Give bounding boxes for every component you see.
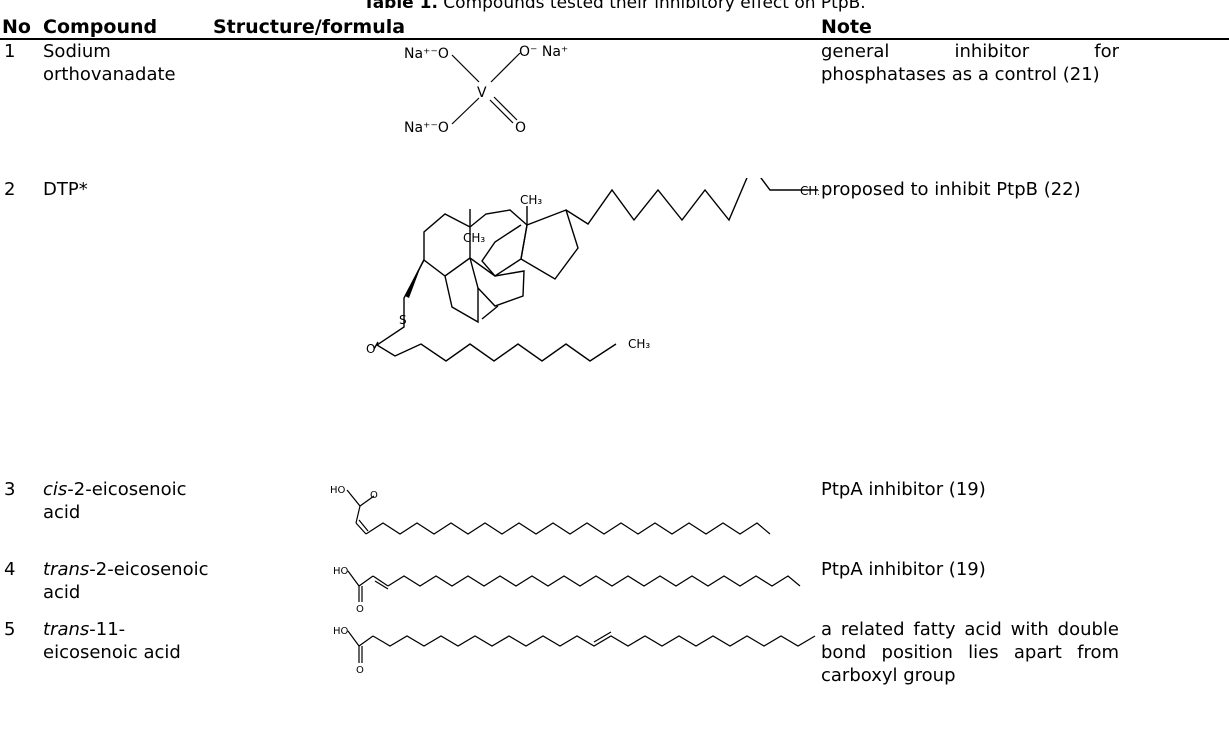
note-cell: general inhibitor for phosphatases as a …	[819, 39, 1229, 178]
note-cell: proposed to inhibit PtpB (22)	[819, 178, 1229, 478]
header-compound: Compound	[41, 12, 211, 40]
note-text: proposed to inhibit PtpB (22)	[821, 179, 1081, 200]
compound-name: trans-2-eicosenoic acid	[43, 559, 209, 603]
note-cell: a related fatty acid with double bond po…	[819, 618, 1229, 744]
structure-cell: HO O	[211, 558, 819, 618]
note-text: PtpA inhibitor (19)	[821, 479, 986, 500]
hydroxyl-label: HO	[333, 626, 349, 637]
compound-name: cis-2-eicosenoic acid	[43, 479, 187, 523]
hydroxyl-label: HO	[330, 485, 346, 496]
note-text: a related fatty acid with double bond po…	[821, 619, 1119, 686]
ch3-label-c18: CH₃	[520, 193, 542, 207]
table-row: 4 trans-2-eicosenoic acid HO O	[0, 558, 1229, 618]
row-number: 5	[4, 619, 16, 640]
table-row: 5 trans-11-eicosenoic acid HO O	[0, 618, 1229, 744]
trans-11-eicosenoic-acid-structure: HO O	[333, 626, 816, 676]
header-no: No	[0, 12, 41, 40]
compound-name: DTP*	[43, 179, 88, 200]
structure-cell: HO O	[211, 478, 819, 558]
oxo-label: O	[515, 120, 526, 136]
structure-cell: CH₃ CH₃ CH₃ S O CH₃	[211, 178, 819, 478]
cis-2-eicosenoic-acid-structure: HO O	[330, 485, 771, 535]
ch3-label-c19: CH₃	[463, 231, 485, 245]
trans-2-eicosenoic-acid-structure: HO O	[333, 566, 801, 615]
compound-name: Sodium orthovanadate	[43, 41, 176, 85]
table-row: 1 Sodium orthovanadate Na⁺⁻O O⁻ Na⁺ V	[0, 39, 1229, 178]
compounds-table: No Compound Structure/formula Note 1 Sod…	[0, 12, 1229, 744]
carbonyl-o-label: O	[370, 490, 378, 501]
vanadium-label: V	[477, 85, 487, 101]
row-number: 1	[4, 41, 16, 62]
carbonyl-o-label: O	[356, 604, 364, 615]
note-text: PtpA inhibitor (19)	[821, 559, 986, 580]
ch3-label-ester-end: CH₃	[628, 337, 650, 351]
note-cell: PtpA inhibitor (19)	[819, 478, 1229, 558]
table-row: 3 cis-2-eicosenoic acid HO O	[0, 478, 1229, 558]
row-number: 2	[4, 179, 16, 200]
carbonyl-o-label: O	[366, 342, 375, 356]
dtp-steroid-structure: CH₃ CH₃ CH₃ S O CH₃	[366, 178, 819, 362]
note-cell: PtpA inhibitor (19)	[819, 558, 1229, 618]
note-text: general inhibitor for phosphatases as a …	[821, 41, 1119, 85]
caption-label: Table 1.	[363, 0, 438, 13]
header-structure: Structure/formula	[211, 12, 819, 40]
compound-name: trans-11-eicosenoic acid	[43, 619, 181, 663]
o-na-label-top-right: O⁻ Na⁺	[519, 44, 568, 60]
table-row: 2 DTP*	[0, 178, 1229, 478]
caption-text: Compounds tested their inhibitory effect…	[437, 0, 866, 13]
structure-cell: Na⁺⁻O O⁻ Na⁺ V Na⁺⁻O O	[211, 39, 819, 178]
sulfur-label: S	[399, 313, 407, 327]
header-note: Note	[819, 12, 1229, 40]
hydroxyl-label: HO	[333, 566, 349, 577]
table-caption: Table 1. Compounds tested their inhibito…	[0, 0, 1229, 13]
header-row: No Compound Structure/formula Note	[0, 12, 1229, 40]
structure-cell: HO O	[211, 618, 819, 744]
ch3-label-chain-end: CH₃	[800, 184, 819, 198]
row-number: 3	[4, 479, 16, 500]
row-number: 4	[4, 559, 16, 580]
na-o-label-bottom-left: Na⁺⁻O	[404, 120, 449, 136]
na-o-label-top-left: Na⁺⁻O	[404, 46, 449, 62]
carbonyl-o-label: O	[356, 665, 364, 676]
sodium-orthovanadate-structure: Na⁺⁻O O⁻ Na⁺ V Na⁺⁻O O	[404, 44, 568, 136]
